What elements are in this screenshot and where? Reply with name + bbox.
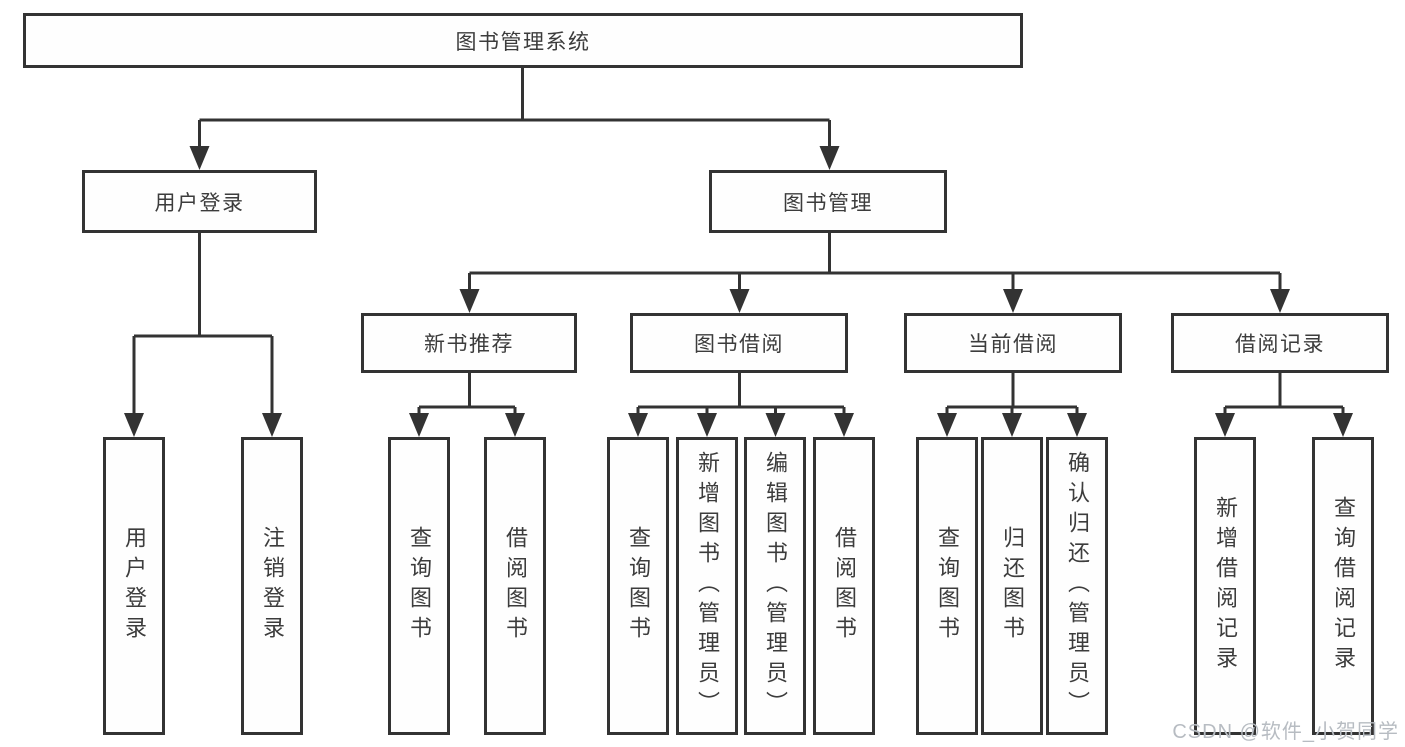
node-query-borrow-record: 查询借阅记录 — [1312, 437, 1374, 735]
node-user-login-leaf: 用户登录 — [103, 437, 165, 735]
node-user-login-leaf-label: 用户登录 — [122, 526, 147, 646]
node-book-borrow: 图书借阅 — [630, 313, 848, 373]
node-book-management-label: 图书管理 — [783, 191, 873, 215]
node-return-books: 归还图书 — [981, 437, 1043, 735]
node-user-login-label: 用户登录 — [154, 191, 245, 215]
node-book-borrow-label: 图书借阅 — [694, 333, 784, 356]
node-logout-leaf: 注销登录 — [241, 437, 303, 735]
node-add-borrow-record: 新增借阅记录 — [1194, 437, 1256, 735]
node-add-books-admin: 新增图书（管理员） — [676, 437, 738, 735]
node-confirm-return-admin: 确认归还（管理员） — [1046, 437, 1108, 735]
arrowhead-icons — [124, 146, 1353, 437]
node-borrow-books-leaf: 借阅图书 — [813, 437, 875, 735]
node-root-label: 图书管理系统 — [455, 30, 591, 54]
node-new-book-recommend: 新书推荐 — [361, 313, 577, 373]
node-newbooks-query-books-label: 查询图书 — [407, 526, 432, 646]
node-add-books-admin-label: 新增图书（管理员） — [695, 451, 720, 721]
node-borrow-query-books-label: 查询图书 — [626, 526, 651, 646]
node-current-query-books-label: 查询图书 — [935, 526, 960, 646]
node-query-borrow-record-label: 查询借阅记录 — [1331, 496, 1356, 676]
node-current-query-books: 查询图书 — [916, 437, 978, 735]
node-edit-books-admin: 编辑图书（管理员） — [744, 437, 806, 735]
node-new-book-recommend-label: 新书推荐 — [424, 333, 514, 356]
node-root: 图书管理系统 — [23, 13, 1023, 68]
node-current-borrow-label: 当前借阅 — [968, 333, 1058, 356]
node-borrow-books-leaf-label: 借阅图书 — [832, 526, 857, 646]
tree-trunk-lines — [132, 68, 1345, 415]
node-current-borrow: 当前借阅 — [904, 313, 1122, 373]
node-edit-books-admin-label: 编辑图书（管理员） — [763, 451, 788, 721]
node-user-login: 用户登录 — [82, 170, 317, 233]
node-logout-leaf-label: 注销登录 — [260, 526, 285, 646]
node-book-management: 图书管理 — [709, 170, 947, 233]
node-newbooks-query-books: 查询图书 — [388, 437, 450, 735]
node-borrow-query-books: 查询图书 — [607, 437, 669, 735]
node-return-books-label: 归还图书 — [1000, 526, 1025, 646]
node-newbooks-borrow-books-label: 借阅图书 — [503, 526, 528, 646]
node-borrow-records-label: 借阅记录 — [1235, 333, 1325, 356]
node-borrow-records: 借阅记录 — [1171, 313, 1389, 373]
node-add-borrow-record-label: 新增借阅记录 — [1213, 496, 1238, 676]
csdn-watermark: CSDN @软件_小贺同学 — [1172, 721, 1399, 743]
node-confirm-return-admin-label: 确认归还（管理员） — [1065, 451, 1090, 721]
node-newbooks-borrow-books: 借阅图书 — [484, 437, 546, 735]
